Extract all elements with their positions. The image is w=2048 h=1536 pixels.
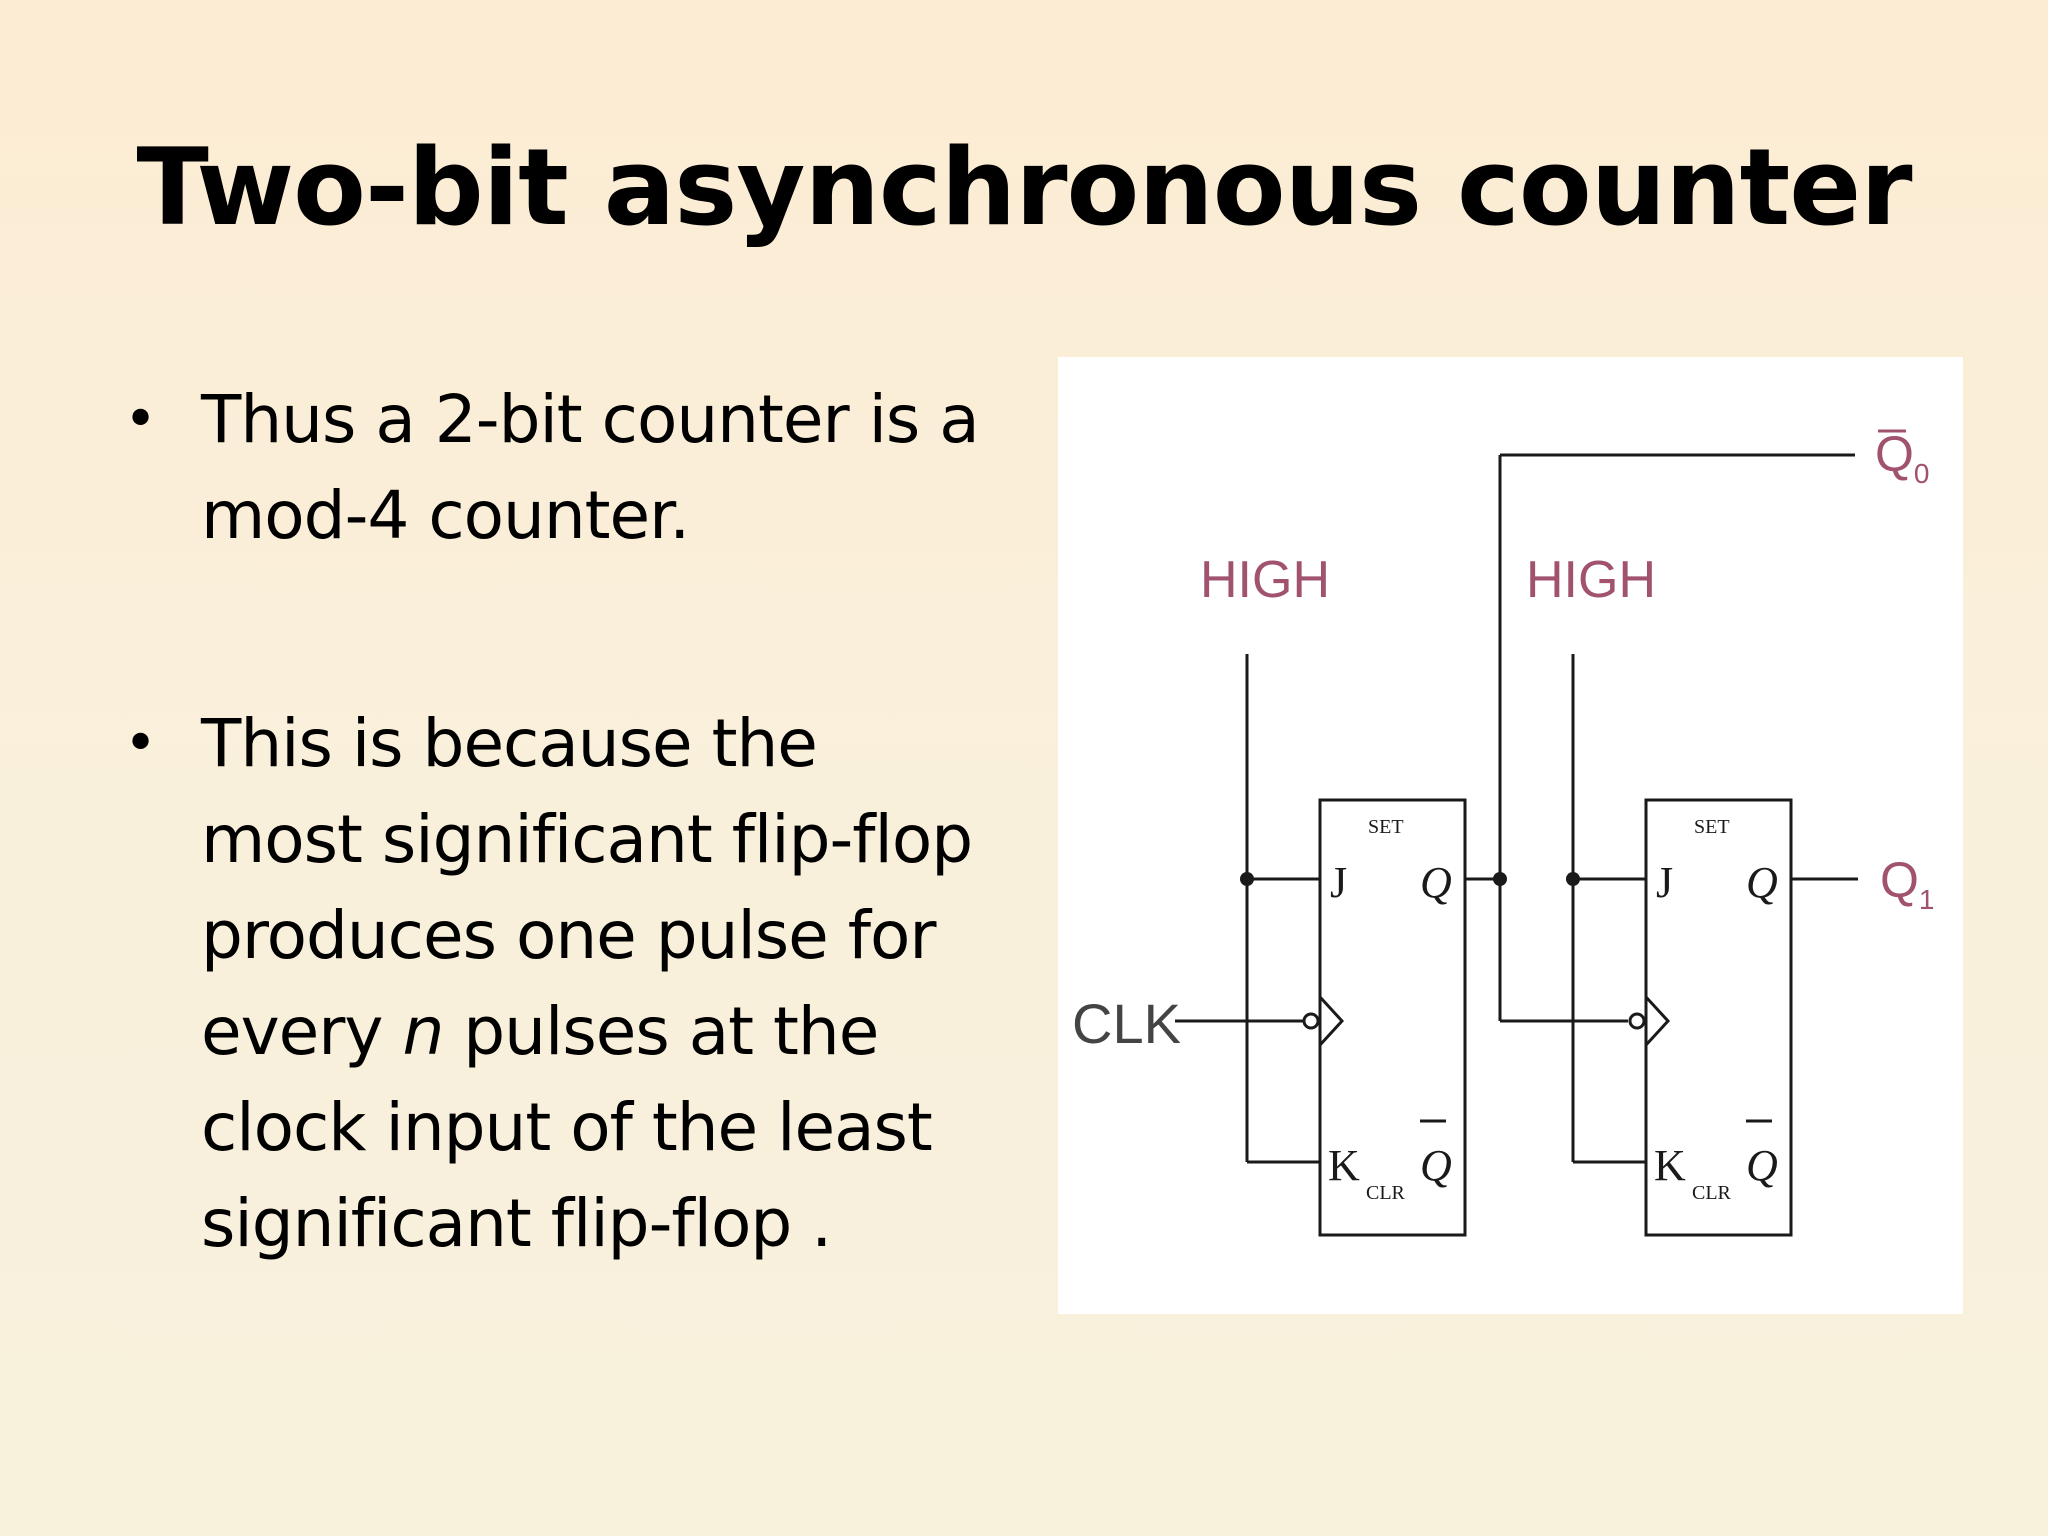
junctions bbox=[1240, 872, 1580, 886]
q0-subscript: 0 bbox=[1914, 458, 1930, 489]
ff1-k-label: K bbox=[1328, 1141, 1360, 1190]
bullet-line: most significant flip-flop bbox=[201, 801, 973, 878]
ff2-k-label: K bbox=[1654, 1141, 1686, 1190]
slide-title: Two-bit asynchronous counter bbox=[136, 126, 1913, 249]
q1-subscript: 1 bbox=[1919, 884, 1935, 915]
bullet-dot-icon: • bbox=[124, 387, 157, 452]
ff2-j-label: J bbox=[1656, 858, 1673, 907]
bullet-line: significant flip-flop . bbox=[201, 1185, 832, 1262]
bullet-line: produces one pulse for bbox=[201, 897, 937, 974]
ff1-set-label: SET bbox=[1368, 816, 1404, 838]
ff2-qbar-label: Q bbox=[1746, 1141, 1778, 1190]
diagram-labels: HIGH HIGH CLK Q0 Q1 bbox=[1072, 426, 1934, 1055]
q1-label: Q1 bbox=[1880, 852, 1934, 915]
q1-letter: Q bbox=[1880, 852, 1919, 908]
ff1-clock-triangle bbox=[1318, 995, 1345, 1047]
ff2-clock-triangle bbox=[1644, 995, 1671, 1047]
wires bbox=[1175, 453, 1858, 1237]
clk-label: CLK bbox=[1072, 992, 1181, 1055]
bullet-line: This is because the bbox=[201, 705, 818, 782]
inversion-bubbles bbox=[1302, 1012, 1646, 1030]
ff1-q-label: Q bbox=[1420, 858, 1452, 907]
bullet-item: • This is because the most significant f… bbox=[118, 696, 1018, 1272]
bullet-line: mod-4 counter. bbox=[201, 477, 690, 554]
bullet-dot-icon: • bbox=[124, 711, 157, 776]
high-label-1: HIGH bbox=[1200, 551, 1330, 609]
q0-label: Q0 bbox=[1875, 426, 1929, 489]
ff1-qbar-label: Q bbox=[1420, 1141, 1452, 1190]
clock-bubble-1 bbox=[1302, 1012, 1320, 1030]
bullet-text: every bbox=[201, 993, 403, 1070]
counter-diagram: HIGH HIGH CLK Q0 Q1 J SET Q K CLR Q J SE… bbox=[1058, 357, 1963, 1314]
junction-dot bbox=[1493, 872, 1507, 886]
counter-circuit-svg: HIGH HIGH CLK Q0 Q1 J SET Q K CLR Q J SE… bbox=[1072, 426, 1934, 1237]
ff1-j-label: J bbox=[1330, 858, 1347, 907]
flip-flop-2-box bbox=[1644, 798, 1793, 1237]
flip-flop-1-box bbox=[1318, 798, 1467, 1237]
ff2-pin-labels: J SET Q K CLR Q bbox=[1654, 816, 1778, 1204]
high-label-2: HIGH bbox=[1526, 551, 1656, 609]
bullet-line: clock input of the least bbox=[201, 1089, 933, 1166]
bullet-line: every n pulses at the bbox=[201, 984, 1018, 1080]
junction-dot bbox=[1240, 872, 1254, 886]
ff2-clr-label: CLR bbox=[1692, 1182, 1732, 1204]
q0-letter: Q bbox=[1875, 426, 1914, 482]
ff1-pin-labels: J SET Q K CLR Q bbox=[1328, 816, 1452, 1204]
variable-n: n bbox=[402, 993, 444, 1070]
bullet-item: • Thus a 2-bit counter is a mod-4 counte… bbox=[118, 372, 1018, 564]
ff2-q-label: Q bbox=[1746, 858, 1778, 907]
clock-bubble-2 bbox=[1628, 1012, 1646, 1030]
ff1-clr-label: CLR bbox=[1366, 1182, 1406, 1204]
bullet-line: Thus a 2-bit counter is a bbox=[201, 381, 980, 458]
junction-dot bbox=[1566, 872, 1580, 886]
bullet-text: pulses at the bbox=[443, 993, 879, 1070]
bullet-list: • Thus a 2-bit counter is a mod-4 counte… bbox=[118, 372, 1018, 1272]
ff2-set-label: SET bbox=[1694, 816, 1730, 838]
